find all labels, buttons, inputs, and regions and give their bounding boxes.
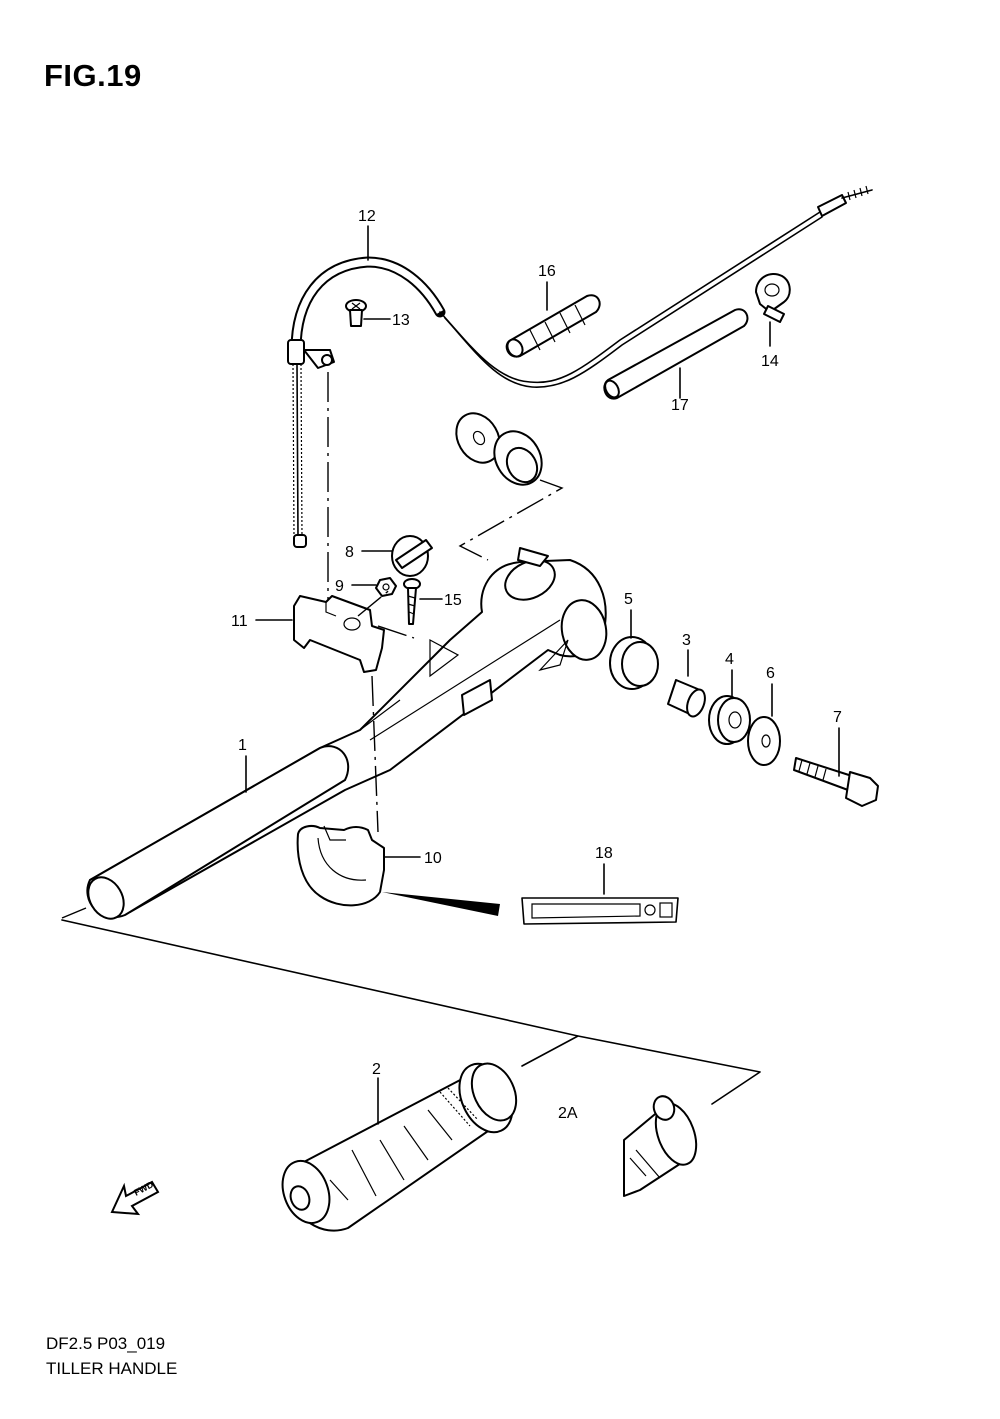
part-12-throttle-cable[interactable] xyxy=(287,185,873,548)
callout-6: 6 xyxy=(766,665,775,682)
part-11-cable-holder-upper[interactable] xyxy=(293,595,385,673)
alignment-line-upper xyxy=(458,479,564,561)
figure-name: TILLER HANDLE xyxy=(46,1359,178,1378)
callout-4: 4 xyxy=(725,651,734,668)
part-7-bolt[interactable] xyxy=(793,757,879,807)
callout-12: 12 xyxy=(358,208,376,225)
section-boundary xyxy=(61,907,87,919)
callout-2A: 2A xyxy=(558,1105,578,1122)
fwd-arrow-icon: FWD xyxy=(110,1179,160,1216)
callout-16: 16 xyxy=(538,263,556,280)
callout-1: 1 xyxy=(238,737,247,754)
part-5-bushing[interactable] xyxy=(609,636,659,690)
callout-15: 15 xyxy=(444,592,462,609)
callout-14: 14 xyxy=(761,353,779,370)
part-1-tiller-arm[interactable] xyxy=(81,547,611,925)
decal-pointer xyxy=(382,892,500,916)
callout-3: 3 xyxy=(682,632,691,649)
callout-13: 13 xyxy=(392,312,410,329)
alignment-line-holder-lower xyxy=(371,675,379,833)
callout-2: 2 xyxy=(372,1061,381,1078)
part-4-washer[interactable] xyxy=(708,695,751,745)
part-18-decal[interactable] xyxy=(521,897,679,925)
callout-8: 8 xyxy=(345,544,354,561)
part-13-screw[interactable] xyxy=(345,299,367,327)
callout-7: 7 xyxy=(833,709,842,726)
callout-5: 5 xyxy=(624,591,633,608)
part-2-throttle-grip[interactable] xyxy=(274,1055,524,1232)
figure-title: FIG.19 xyxy=(44,58,142,93)
callout-18: 18 xyxy=(595,845,613,862)
part-2A-throttle-grip-variant[interactable] xyxy=(623,1093,704,1197)
part-8-friction-knob[interactable] xyxy=(391,535,433,577)
upper-washer[interactable] xyxy=(448,405,509,470)
part-10-cable-holder-lower[interactable] xyxy=(296,825,385,907)
part-9-nut[interactable] xyxy=(375,577,397,597)
part-17-tube[interactable] xyxy=(602,308,749,400)
part-15-screw[interactable] xyxy=(403,578,421,625)
section-bracket xyxy=(61,919,761,1105)
alignment-line-holder xyxy=(327,372,415,639)
figure-model-code: DF2.5 P03_019 xyxy=(46,1334,166,1353)
upper-bushing[interactable] xyxy=(485,423,551,493)
callout-9: 9 xyxy=(335,578,344,595)
part-14-cable-clamp[interactable] xyxy=(755,273,791,323)
callout-17: 17 xyxy=(671,397,689,414)
part-6-washer[interactable] xyxy=(747,716,781,766)
part-16-cable-sleeve[interactable] xyxy=(504,294,601,359)
part-3-collar[interactable] xyxy=(667,679,708,719)
callout-11: 11 xyxy=(231,613,248,630)
callout-10: 10 xyxy=(424,850,442,867)
